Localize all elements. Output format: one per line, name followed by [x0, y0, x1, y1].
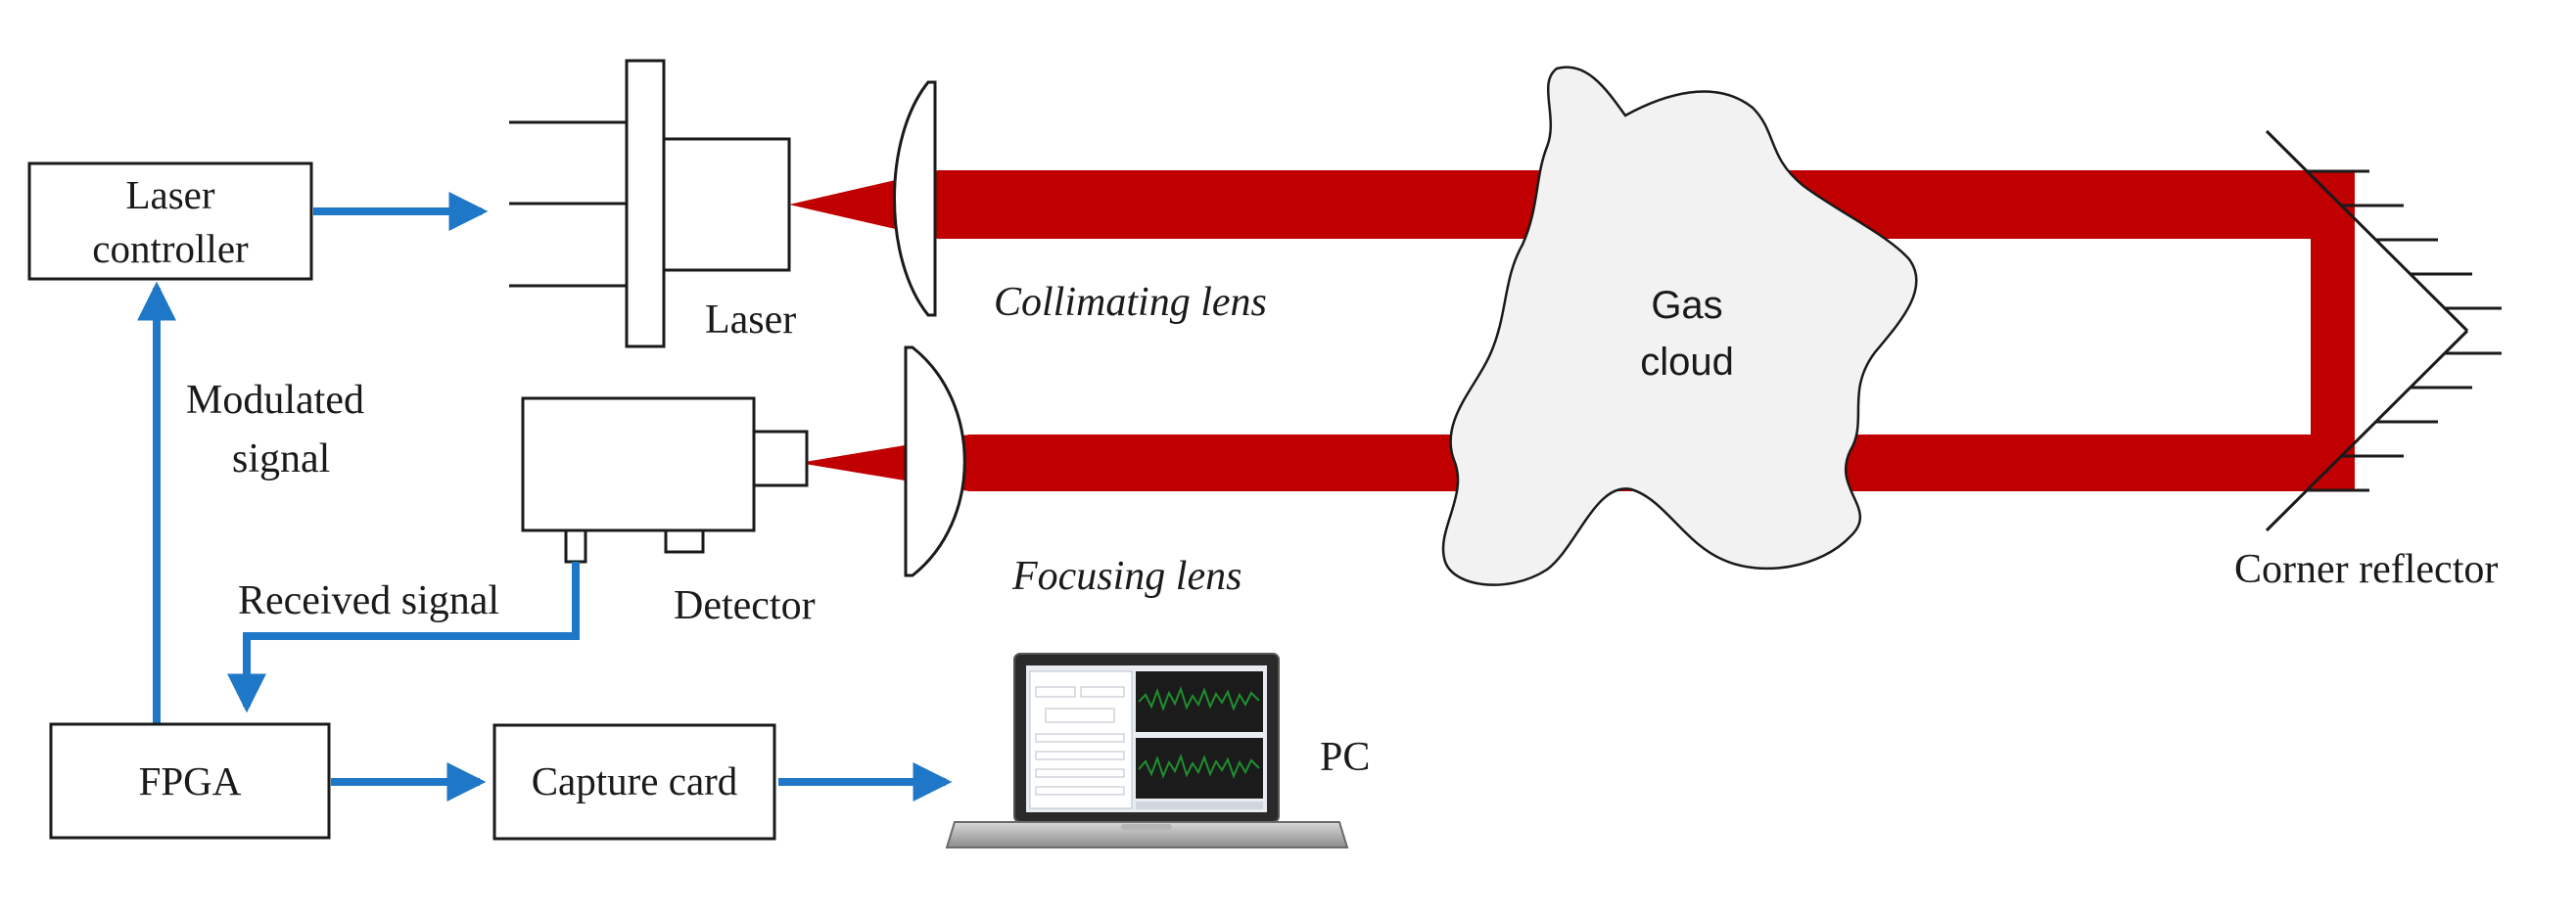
- fpga-label: FPGA: [139, 758, 242, 803]
- modulated-signal-label-line1: Modulated: [186, 378, 364, 423]
- received-signal-arrow: [227, 562, 580, 713]
- collimating-lens: [893, 80, 937, 317]
- focusing-lens: [904, 345, 966, 577]
- capture-card-label: Capture card: [532, 758, 738, 803]
- laser-controller-block: Laser controller: [27, 161, 313, 281]
- gas-cloud-label-line2: cloud: [1640, 341, 1734, 384]
- laser-label: Laser: [705, 298, 796, 343]
- capture-card-block: Capture card: [492, 723, 776, 841]
- received-signal-label: Received signal: [238, 578, 499, 623]
- pc-label: PC: [1320, 735, 1370, 780]
- screen-plot-top: [1136, 671, 1263, 732]
- focusing-lens-label: Focusing lens: [1011, 554, 1241, 599]
- signal-arrows: [137, 192, 953, 802]
- corner-reflector: [2265, 129, 2502, 532]
- detector-label: Detector: [674, 583, 816, 628]
- laptop-icon: [945, 653, 1349, 848]
- laser-controller-label-line1: Laser: [125, 172, 214, 217]
- detector-device: [521, 396, 809, 564]
- screen-plot-bottom: [1136, 738, 1263, 799]
- gas-cloud-shape: [1441, 66, 1918, 586]
- fpga-block: FPGA: [49, 722, 331, 840]
- laser-device: [509, 59, 791, 348]
- corner-reflector-label: Corner reflector: [2234, 547, 2498, 592]
- laser-controller-label-line2: controller: [92, 226, 249, 271]
- screen-left-panel: [1029, 670, 1133, 809]
- return-beam-vertical: [2311, 170, 2355, 462]
- collimating-lens-label: Collimating lens: [994, 280, 1267, 325]
- gas-cloud-label-line1: Gas: [1651, 284, 1722, 327]
- modulated-signal-label-line2: signal: [232, 436, 330, 481]
